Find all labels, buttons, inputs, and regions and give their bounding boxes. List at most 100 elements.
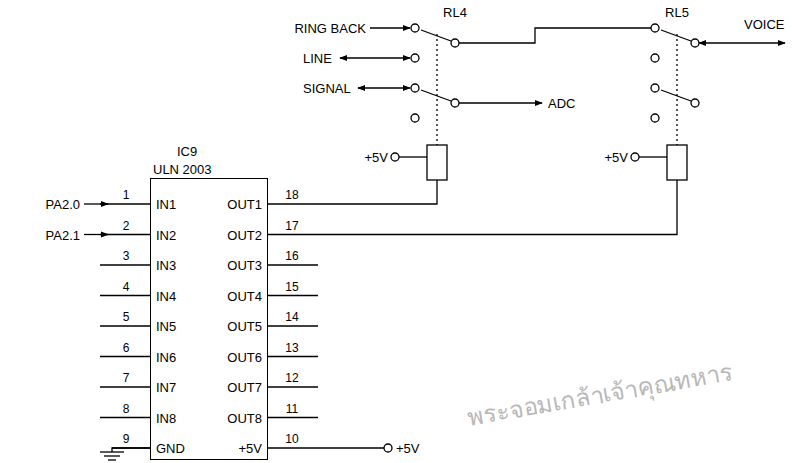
contact — [451, 99, 459, 107]
terminal — [384, 444, 392, 452]
coil-supply-wire — [639, 156, 667, 157]
pin-number: 5 — [123, 310, 130, 324]
contact — [451, 39, 459, 47]
pin-number: 16 — [285, 249, 298, 263]
contact — [411, 114, 419, 122]
relay-linkage — [436, 34, 437, 145]
pin-name: OUT7 — [227, 380, 262, 395]
watermark: พระจอมเกล้าเจ้าคุณทหาร — [466, 358, 735, 432]
supply-wire — [318, 447, 384, 448]
relay-coil — [667, 145, 687, 180]
signal-name: ADC — [548, 96, 575, 111]
relay-blade — [421, 90, 451, 101]
pin-name: IN5 — [156, 319, 176, 334]
signal-wire — [358, 87, 410, 88]
signal-name: SIGNAL — [303, 81, 351, 96]
pin-name: IN8 — [156, 410, 176, 425]
relay-link-wire — [459, 28, 651, 43]
out2-wire — [318, 180, 677, 235]
contact — [651, 54, 659, 62]
line-wire — [340, 57, 410, 58]
adc-wire — [459, 102, 542, 103]
pin-number: 7 — [123, 371, 130, 385]
pin-number: 6 — [123, 341, 130, 355]
ic-heading: ULN 2003 — [153, 162, 212, 177]
pin-number: 4 — [123, 280, 130, 294]
contact — [691, 99, 699, 107]
ground-symbol — [100, 451, 124, 452]
pin-name: OUT4 — [227, 288, 262, 303]
pin-lead — [268, 264, 318, 265]
out1-wire — [318, 180, 437, 204]
relay-coil — [427, 145, 447, 180]
pin-number: 14 — [285, 310, 298, 324]
terminal — [391, 153, 399, 161]
pin-lead — [268, 295, 318, 296]
pin-number: 17 — [285, 219, 298, 233]
pin-lead — [268, 356, 318, 357]
pin-name: IN6 — [156, 349, 176, 364]
pin-lead — [100, 295, 150, 296]
signal-name: VOICE — [744, 17, 784, 32]
ground-symbol — [104, 455, 120, 456]
pin-lead — [100, 264, 150, 265]
pin-lead — [100, 234, 150, 235]
pin-lead — [112, 447, 150, 448]
pin-name: IN3 — [156, 258, 176, 273]
pin-lead — [268, 203, 318, 204]
pin-number: 11 — [286, 402, 298, 416]
pin-name: IN7 — [156, 380, 176, 395]
terminal — [631, 153, 639, 161]
signal-name: RING BACK — [294, 21, 366, 36]
pin-name: OUT2 — [227, 227, 262, 242]
pin-lead — [268, 417, 318, 418]
ic-heading: IC9 — [177, 144, 197, 159]
pin-number: 12 — [285, 371, 298, 385]
ground-symbol — [108, 459, 116, 460]
pin-name: +5V — [239, 441, 263, 456]
contact — [651, 114, 659, 122]
pin-lead — [100, 386, 150, 387]
pin-lead — [100, 203, 150, 204]
relay-blade — [421, 30, 451, 41]
relay-linkage — [676, 34, 677, 145]
supply-label: +5V — [605, 150, 629, 165]
contact — [411, 24, 419, 32]
pin-number: 1 — [123, 188, 130, 202]
part-name: RL5 — [665, 5, 689, 20]
pin-lead — [100, 325, 150, 326]
contact — [411, 54, 419, 62]
contact — [411, 84, 419, 92]
relay-blade — [661, 90, 691, 101]
pin-number: 3 — [123, 249, 130, 263]
voice-wire — [699, 42, 785, 43]
contact — [651, 84, 659, 92]
signal-name: PA2.0 — [46, 197, 80, 212]
contact — [651, 24, 659, 32]
pin-name: IN1 — [156, 197, 176, 212]
pin-number: 15 — [285, 280, 298, 294]
pin-name: IN4 — [156, 288, 176, 303]
signal-name: LINE — [303, 51, 332, 66]
pin-number: 13 — [285, 341, 298, 355]
ring-back-wire — [370, 27, 410, 28]
coil-supply-wire — [399, 156, 427, 157]
pin-name: IN2 — [156, 227, 176, 242]
signal-name: PA2.1 — [46, 227, 80, 242]
relay-blade — [661, 30, 691, 41]
supply-label: +5V — [365, 150, 389, 165]
pin-number: 18 — [285, 188, 298, 202]
pin-number: 8 — [123, 402, 130, 416]
pin-number: 2 — [123, 219, 130, 233]
pin-number: 9 — [123, 432, 130, 446]
pin-name: OUT5 — [227, 319, 262, 334]
part-name: RL4 — [443, 5, 467, 20]
pin-name: GND — [156, 441, 185, 456]
pin-name: OUT8 — [227, 410, 262, 425]
pin-lead — [268, 234, 318, 235]
pin-name: OUT1 — [227, 197, 262, 212]
pin-name: OUT3 — [227, 258, 262, 273]
pin-number: 10 — [285, 432, 298, 446]
contact — [691, 39, 699, 47]
